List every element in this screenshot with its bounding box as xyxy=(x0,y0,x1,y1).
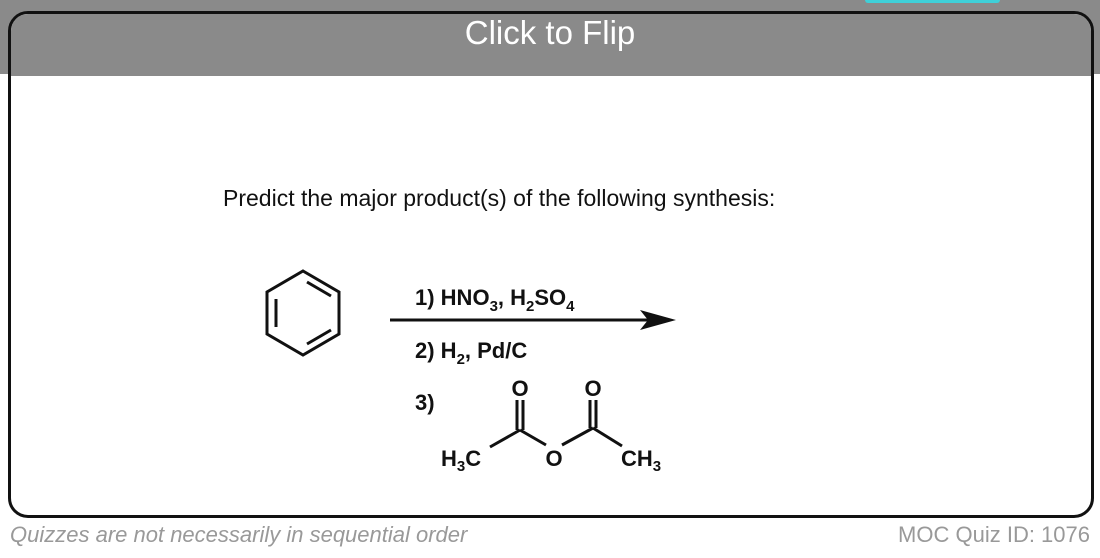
reaction-arrow xyxy=(390,310,676,330)
carbonyl-oxygen-1: O xyxy=(511,376,528,401)
benzene-structure xyxy=(265,269,341,357)
click-to-flip-button[interactable]: Click to Flip xyxy=(464,14,636,51)
acetic-anhydride-structure xyxy=(489,400,623,449)
bridging-oxygen: O xyxy=(545,446,562,471)
reagent-step-2: 2) H2, Pd/C xyxy=(415,338,527,368)
quiz-order-note: Quizzes are not necessarily in sequentia… xyxy=(10,522,468,547)
methyl-left: H3C xyxy=(441,446,481,475)
top-tab[interactable] xyxy=(865,0,1000,3)
reagent-step-1: 1) HNO3, H2SO4 xyxy=(415,285,575,315)
question-prompt: Predict the major product(s) of the foll… xyxy=(223,185,776,211)
reagent-step-3-label: 3) xyxy=(415,390,435,415)
flashcard[interactable] xyxy=(8,11,1094,518)
quiz-id: MOC Quiz ID: 1076 xyxy=(898,522,1090,547)
carbonyl-oxygen-2: O xyxy=(584,376,601,401)
methyl-right: CH3 xyxy=(621,446,661,475)
card-header xyxy=(11,14,1091,76)
